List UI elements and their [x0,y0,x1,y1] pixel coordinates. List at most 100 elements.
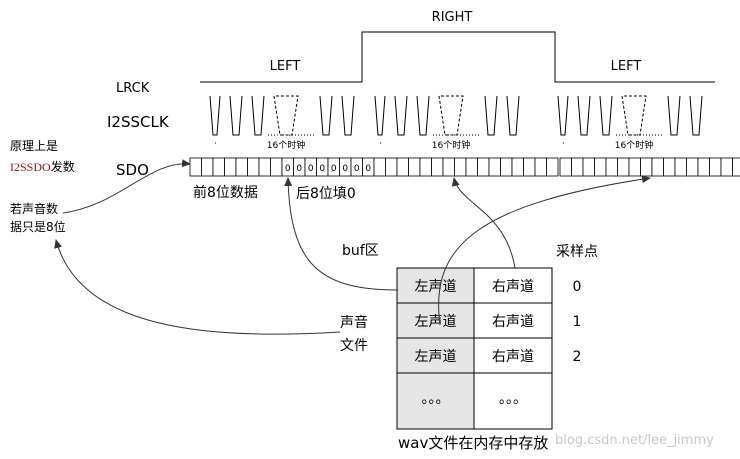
sample-index: 1 [573,314,582,330]
lrck-waveform [200,31,715,83]
sdo-bit [571,157,584,177]
table-row: 。。。 。。。 [396,372,553,430]
sdo-zero: 0 [342,164,348,174]
sdo-label: SDO [116,161,149,179]
sound-file-line1: 声音 [340,314,368,331]
sdo-bit [605,157,618,177]
sdo-bit [651,157,664,177]
left-channel-label: 左声道 [415,279,457,295]
right-channel-label: 右声道 [492,279,534,295]
sdo-bit [270,157,283,177]
right-channel-label: 。。。 [499,391,527,407]
principle-line2: I2SSDO发数 [10,159,75,174]
clock-start-tick: · [379,139,382,149]
sdo-bit [500,157,513,177]
arrow-front8-to-sdo [62,159,191,214]
right-label: RIGHT [432,10,473,25]
sdo-bit [477,157,490,177]
sdo-bit [235,157,248,177]
left-channel-cell [396,337,475,374]
sdo-zero: 0 [319,164,325,174]
left-label-2: LEFT [611,59,642,74]
sdo-bit [488,157,501,177]
principle-i2ssdo: I2SSDO [10,160,51,174]
sdo-bit [385,157,398,177]
sdo-bit [720,157,733,177]
sound-file-line2: 文件 [340,338,368,354]
sdo-bit [511,157,524,177]
sdo-bit [686,157,699,177]
clock-group: 16个时钟 · [209,95,355,151]
arrow-sound-file-to-if [54,239,341,335]
back8-label: 后8位填0 [296,186,356,202]
left-channel-cell [396,372,475,430]
i2ssclk-label: I2SSCLK [107,113,170,131]
sdo-bit [663,157,676,177]
lrck-label: LRCK [116,81,150,96]
sample-label: 采样点 [556,244,598,260]
sdo-zero: 0 [365,164,371,174]
sdo-bit [546,157,559,177]
watermark: blog.csdn.net/lee_jimmy [555,433,714,448]
sdo-bit [697,157,710,177]
caption: wav文件在内存中存放 [398,434,548,452]
sdo-bit [442,157,455,177]
if-line2: 据只是8位 [10,219,66,234]
sdo-bit [396,157,409,177]
clock-group: 16个时钟 · [374,95,520,151]
clock-start-tick: · [562,139,565,149]
clock-groups: 16个时钟 · 16个时钟 · 16个时钟 · [209,95,703,151]
right-channel-label: 右声道 [492,314,534,330]
sdo-bit [454,157,467,177]
sdo-zero: 0 [285,164,291,174]
sdo-bit [640,157,653,177]
if-line1: 若声音数 [10,201,58,216]
table-row: 左声道 右声道 1 [396,302,582,339]
sdo-bit [465,157,478,177]
right-channel-cell [473,372,553,430]
sdo-bit [419,157,432,177]
sdo-zero: 0 [296,164,302,174]
sample-index: 0 [573,279,582,295]
sdo-bit [594,157,607,177]
principle-send: 发数 [51,159,75,174]
sdo-word [559,157,740,177]
left-channel-label: 左声道 [415,314,457,330]
sdo-bit [732,157,740,177]
sdo-word [373,157,559,177]
arrow-table-to-right [451,177,516,269]
sdo-bit [628,157,641,177]
clock16-label: 16个时钟 [615,139,653,151]
sample-index: 2 [573,349,582,365]
sdo-zero: 0 [354,164,360,174]
sdo-bit [373,157,386,177]
sdo-bit [224,157,237,177]
sdo-bit [431,157,444,177]
clock16-label: 16个时钟 [267,139,305,151]
sdo-bit [674,157,687,177]
left-channel-label: 。。。 [422,391,450,407]
sdo-bit [559,157,572,177]
sdo-bit [212,157,225,177]
arrow-table-to-first-left [284,177,399,291]
right-channel-cell [473,337,553,374]
sdo-bit [247,157,260,177]
sdo-bit [523,157,536,177]
left-channel-label: 左声道 [415,349,457,365]
sdo-bit [617,157,630,177]
buf-label: buf区 [342,243,379,259]
sdo-bit [534,157,547,177]
clock16-label: 16个时钟 [432,139,470,151]
clock-group: 16个时钟 · [557,95,703,151]
clock-start-tick: · [214,139,217,149]
sdo-zero: 0 [308,164,314,174]
sdo-bit [582,157,595,177]
table-row: 左声道 右声道 0 [396,267,582,304]
principle-line1: 原理上是 [10,139,58,153]
arrow-table-to-second-left [438,175,651,326]
